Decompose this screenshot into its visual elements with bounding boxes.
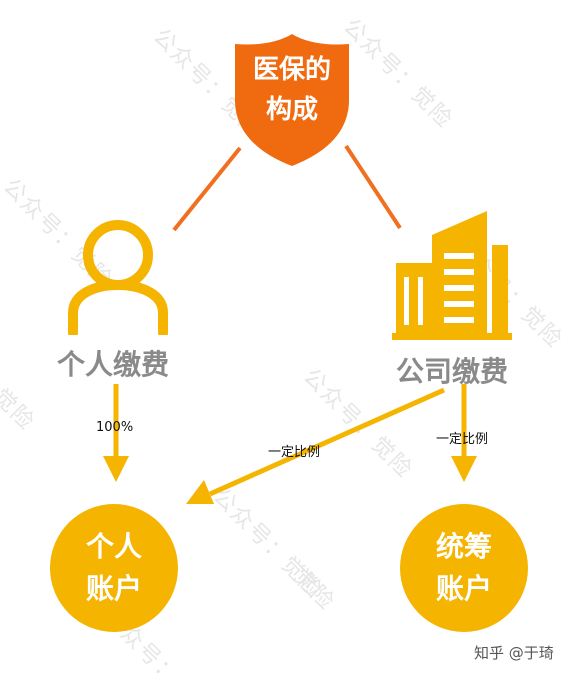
pooled-account-node: 统筹 账户 [400, 504, 528, 632]
diagram-connectors [103, 144, 477, 504]
pooled-account-line2: 账户 [435, 572, 492, 605]
shield-left-connector [172, 146, 242, 232]
company-payment-label: 公司缴费 [396, 355, 509, 388]
personal-account-line2: 账户 [85, 572, 142, 605]
company-to-personal-ratio-label: 一定比例 [268, 445, 321, 460]
personal-account-line1: 个人 [85, 530, 142, 563]
shield-title-line2: 构成 [265, 95, 318, 125]
person-icon [68, 220, 168, 335]
company-to-pooled-arrowhead [451, 456, 477, 482]
author-credit: 知乎 @于琦 [474, 644, 554, 662]
shield-title-line1: 医保的 [252, 55, 331, 85]
company-to-personal-arrowhead [186, 480, 214, 504]
company-to-pooled-ratio-label: 一定比例 [436, 432, 489, 447]
shield-right-connector [344, 144, 402, 230]
shield-icon [235, 34, 349, 166]
personal-account-node: 个人 账户 [50, 504, 178, 632]
pooled-account-line1: 统筹 [435, 530, 492, 563]
building-icon [392, 211, 512, 340]
personal-flow-arrowhead [103, 456, 129, 482]
company-to-personal-line [208, 387, 446, 497]
personal-payment-label: 个人缴费 [57, 348, 170, 381]
personal-flow-percent-label: 100% [96, 420, 134, 435]
